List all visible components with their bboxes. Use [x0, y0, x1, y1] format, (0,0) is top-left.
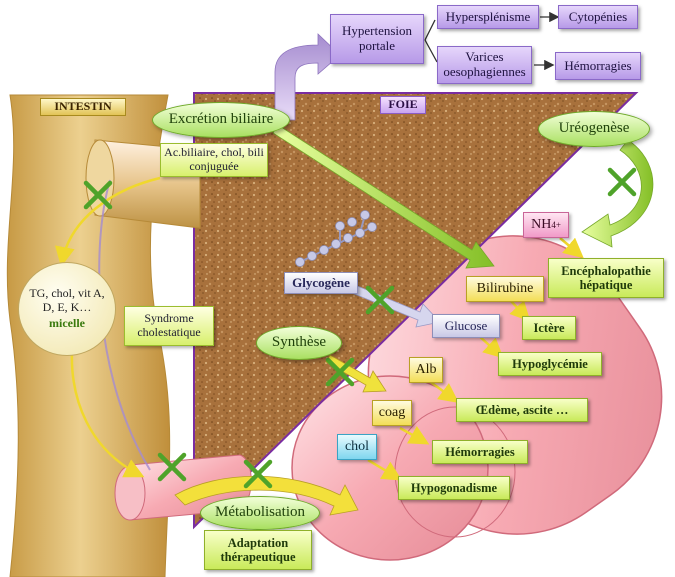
metabolisation-pill: Métabolisation — [200, 496, 320, 530]
ureogenese-pill: Uréogenèse — [538, 111, 650, 147]
coag-box: coag — [372, 400, 412, 426]
metabolisation-arrow — [174, 475, 359, 516]
lipides-text: TG, chol, vit A, D, E, K… — [29, 286, 105, 315]
glycogen-chain-icon — [295, 210, 377, 267]
glucose-to-hypoglycemie-line — [477, 334, 504, 359]
blocked-cross-icon — [157, 452, 187, 482]
hemorragies-top-box: Hémorragies — [555, 52, 641, 80]
micelle-text: micelle — [49, 315, 85, 330]
alb-box: Alb — [409, 357, 443, 383]
chol-to-hypogonadisme-line — [367, 458, 403, 481]
ureogenese-curve-arrow — [581, 139, 654, 248]
blocked-cross-icon — [83, 180, 113, 210]
hemorragies-box: Hémorragies — [432, 440, 528, 464]
hypersplenisme-box: Hypersplénisme — [437, 5, 539, 29]
hypertension-portale-box: Hypertension portale — [330, 14, 424, 64]
coag-to-hemorragies-line — [399, 425, 430, 445]
synthese-pill: Synthèse — [256, 326, 342, 360]
alb-to-oedeme-line — [427, 378, 460, 403]
excretion-to-bilirubine-arrow — [272, 124, 495, 269]
varices-box: Varices oesophagiennes — [437, 46, 532, 84]
nh4-to-encephalo-line — [559, 237, 584, 259]
oedeme-box: Œdème, ascite … — [456, 398, 588, 422]
excretion-biliaire-pill: Excrétion biliaire — [152, 102, 290, 138]
acides-biliaires-box: Ac.biliaire, chol, bili conjuguée — [160, 143, 268, 177]
bilirubine-to-ictere-line — [509, 299, 531, 322]
micelle-to-portal-line — [70, 349, 145, 478]
acides-to-micelle-line — [54, 176, 161, 267]
glycogene-box: Glycogène — [284, 272, 358, 294]
encephalopathie-box: Encéphalopathie hépatique — [548, 258, 664, 298]
chol-box: chol — [337, 434, 377, 460]
adaptation-therapeutique-box: Adaptation thérapeutique — [204, 530, 312, 570]
ictere-box: Ictère — [522, 316, 576, 340]
blocked-cross-icon — [365, 285, 395, 315]
micelle-circle: TG, chol, vit A, D, E, K… micelle — [18, 262, 116, 356]
hypoglycemie-box: Hypoglycémie — [498, 352, 602, 376]
foie-label: FOIE — [380, 96, 426, 114]
top-connectors — [424, 11, 560, 71]
cytopenies-box: Cytopénies — [558, 5, 638, 29]
glucose-box: Glucose — [432, 314, 500, 338]
blocked-cross-icon — [607, 167, 637, 197]
intestin-label: INTESTIN — [40, 98, 126, 116]
bilirubine-box: Bilirubine — [466, 276, 544, 302]
hypogonadisme-box: Hypogonadisme — [398, 476, 510, 500]
blocked-cross-icon — [243, 459, 273, 489]
blocked-cross-icon — [325, 357, 355, 387]
syndrome-cholestatique-box: Syndrome cholestatique — [124, 306, 214, 346]
